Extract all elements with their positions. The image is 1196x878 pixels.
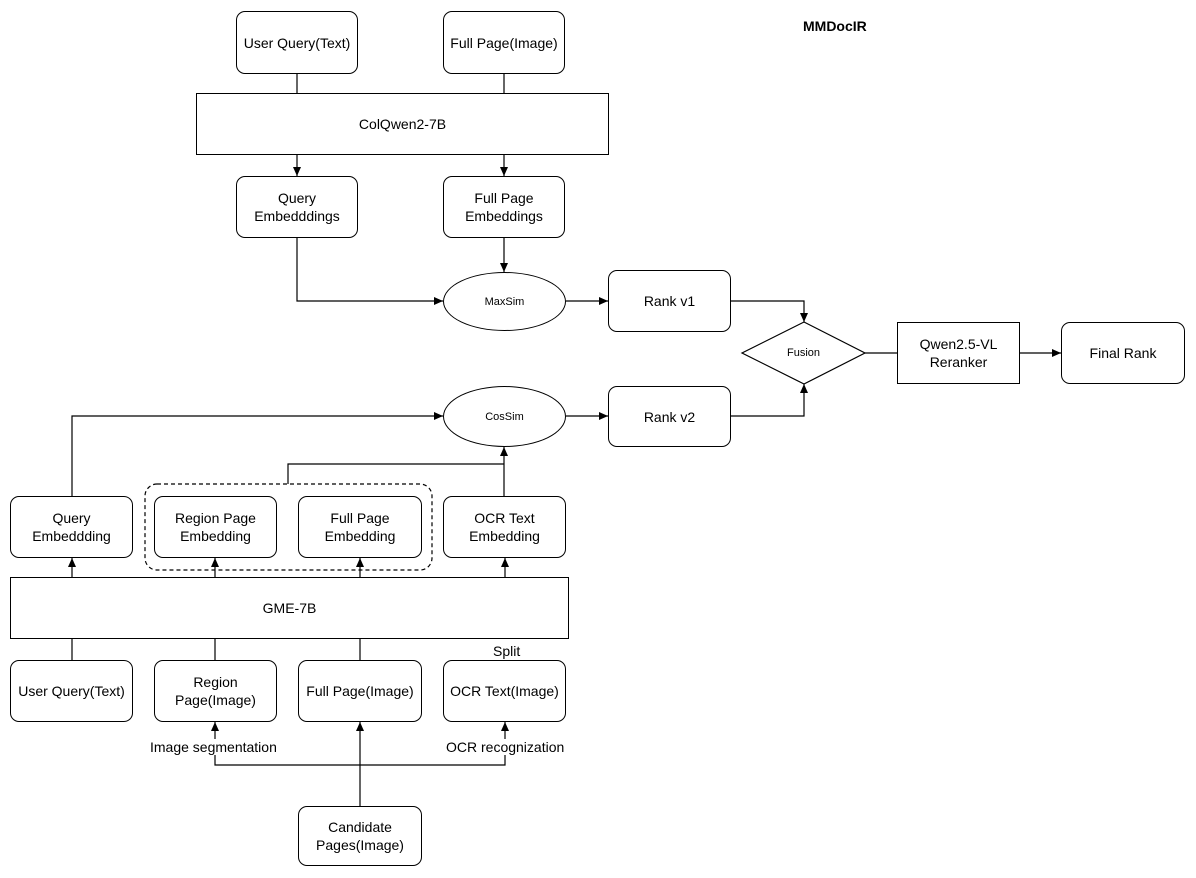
candidate-pages-image: Candidate Pages(Image) <box>298 806 422 866</box>
qwen-reranker: Qwen2.5-VL Reranker <box>897 322 1020 384</box>
query-embedding: Query Embeddding <box>10 496 133 558</box>
edge-rank-v2-to-fusion <box>731 384 808 417</box>
cossim: CosSim <box>443 386 566 447</box>
split-label: Split <box>492 643 522 659</box>
edge-image-embeddings-to-cossim <box>287 463 504 484</box>
fusion-diamond <box>740 321 867 385</box>
gme-encoder: GME-7B <box>10 577 569 639</box>
fusion-label: Fusion <box>786 347 821 359</box>
full-page-embeddings: Full Page Embeddings <box>443 176 565 238</box>
final-rank: Final Rank <box>1061 322 1185 384</box>
edge-query-embeddings-to-maxsim <box>296 238 443 305</box>
ocr-text-image: OCR Text(Image) <box>443 660 566 722</box>
full-page-image-top: Full Page(Image) <box>443 11 565 74</box>
region-page-embedding: Region Page Embedding <box>154 496 277 558</box>
query-embeddings: Query Embedddings <box>236 176 358 238</box>
ocr-recognization-label: OCR recognization <box>446 739 565 755</box>
full-page-embedding: Full Page Embedding <box>298 496 422 558</box>
user-query-text-top: User Query(Text) <box>236 11 358 74</box>
image-embeddings-group <box>144 483 433 571</box>
maxsim: MaxSim <box>443 272 566 331</box>
edge-rank-v1-to-fusion <box>731 300 808 322</box>
colqwen-encoder: ColQwen2-7B <box>196 93 609 155</box>
edge-hub-to-region-page <box>211 722 360 766</box>
diagram-title: MMDocIR <box>803 18 867 34</box>
edge-hub-to-ocr-text <box>360 722 509 766</box>
user-query-text-bottom: User Query(Text) <box>10 660 133 722</box>
full-page-image-bottom: Full Page(Image) <box>298 660 422 722</box>
rank-v2: Rank v2 <box>608 386 731 447</box>
rank-v1: Rank v1 <box>608 270 731 332</box>
image-segmentation-label: Image segmentation <box>150 739 277 755</box>
region-page-image: Region Page(Image) <box>154 660 277 722</box>
ocr-text-embedding: OCR Text Embedding <box>443 496 566 558</box>
edge-query-embedding-to-cossim <box>71 412 443 496</box>
